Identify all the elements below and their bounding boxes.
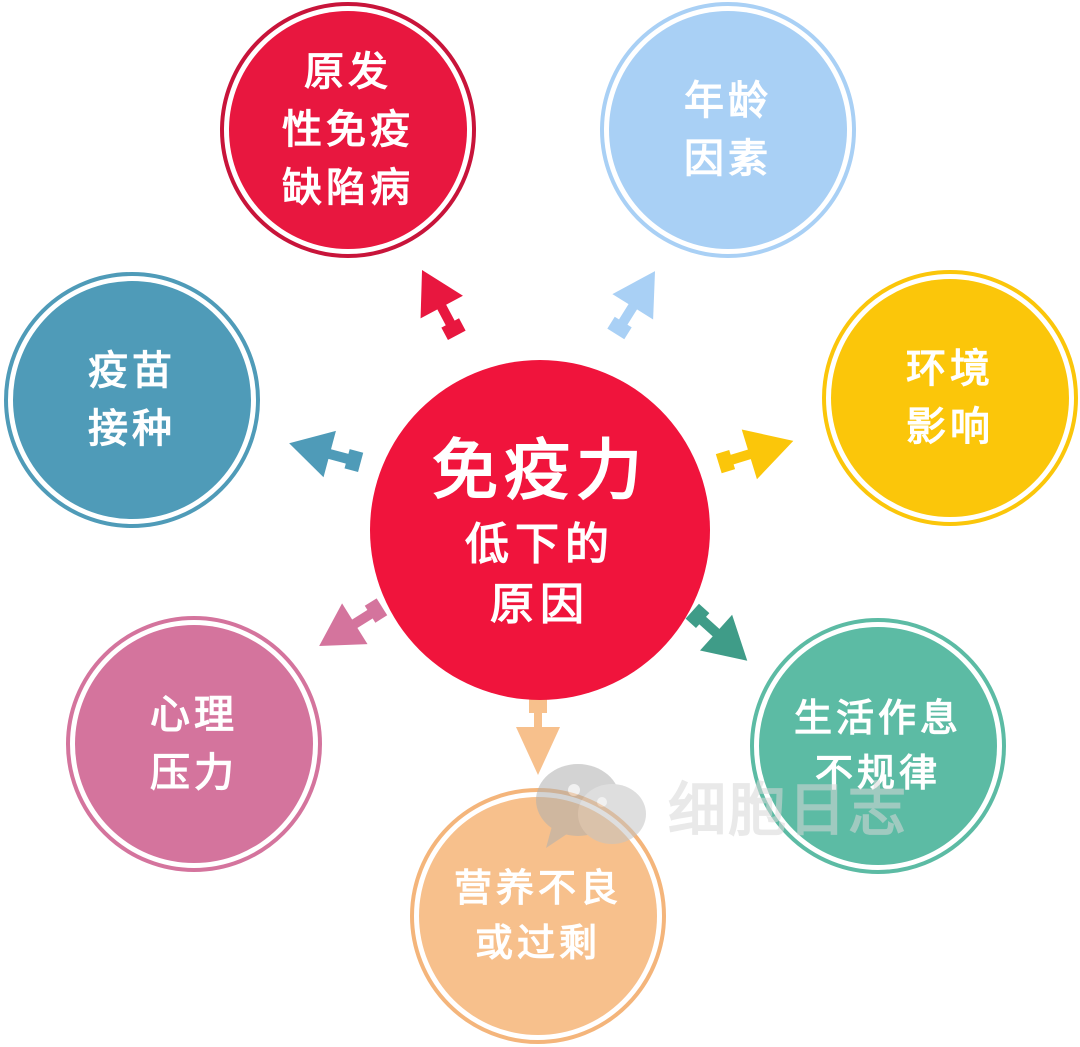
node-label-line: 生活作息 bbox=[793, 695, 962, 740]
node-label-line: 接种 bbox=[88, 406, 176, 452]
watermark-text: 细胞日志 bbox=[668, 776, 909, 844]
node-irregular-lifestyle: 生活作息 不规律 bbox=[750, 618, 1006, 874]
node-psychological-stress: 心理 压力 bbox=[66, 616, 322, 872]
node-ring bbox=[66, 616, 322, 872]
node-label-line: 影响 bbox=[906, 404, 994, 450]
node-label-line: 环境 bbox=[906, 346, 994, 392]
node-ring bbox=[750, 618, 1006, 874]
center-title: 免疫力 bbox=[432, 432, 648, 510]
node-age-factor: 年龄 因素 bbox=[600, 2, 856, 258]
node-fill bbox=[229, 11, 467, 249]
chat-bubbles-icon bbox=[536, 764, 646, 848]
node-ring bbox=[600, 2, 856, 258]
node-fill bbox=[609, 11, 847, 249]
center-subtitle-line1: 低下的 bbox=[465, 519, 615, 571]
node-fill bbox=[75, 625, 313, 863]
node-label-line: 疫苗 bbox=[88, 348, 176, 394]
node-fill bbox=[13, 281, 251, 519]
node-label-line: 缺陷病 bbox=[282, 165, 414, 211]
node-ring bbox=[220, 2, 476, 258]
node-environment: 环境 影响 bbox=[822, 270, 1078, 526]
center-label: 免疫力 低下的 原因 bbox=[432, 426, 648, 634]
node-label-line: 不规律 bbox=[814, 751, 941, 795]
watermark: 细胞日志 bbox=[530, 760, 908, 850]
node-label-line: 或过剩 bbox=[474, 921, 601, 965]
arrow-to-psychological-stress bbox=[319, 598, 388, 647]
node-fill bbox=[831, 279, 1069, 517]
arrow-to-irregular-lifestyle bbox=[685, 603, 748, 661]
arrow-to-primary-immunodeficiency bbox=[420, 269, 466, 341]
arrow-to-age-factor bbox=[607, 271, 656, 340]
node-label-line: 因素 bbox=[684, 136, 772, 182]
node-vaccination: 疫苗 接种 bbox=[4, 272, 260, 528]
node-label-line: 压力 bbox=[150, 750, 238, 796]
node-ring bbox=[4, 272, 260, 528]
arrow-to-vaccination bbox=[289, 430, 364, 478]
center-node: 免疫力 低下的 原因 bbox=[370, 360, 710, 700]
node-label-line: 营养不良 bbox=[453, 865, 622, 910]
center-subtitle-line2: 原因 bbox=[490, 578, 590, 630]
arrow-to-environment bbox=[715, 429, 794, 480]
node-label-line: 原发 bbox=[304, 49, 392, 95]
node-label-line: 年龄 bbox=[684, 78, 772, 124]
node-label-line: 性免疫 bbox=[282, 107, 414, 153]
node-label-line: 心理 bbox=[150, 692, 238, 738]
node-primary-immunodeficiency: 原发 性免疫 缺陷病 bbox=[220, 2, 476, 258]
node-ring bbox=[822, 270, 1078, 526]
arrow-to-nutrition bbox=[516, 699, 560, 775]
node-fill bbox=[759, 627, 997, 865]
